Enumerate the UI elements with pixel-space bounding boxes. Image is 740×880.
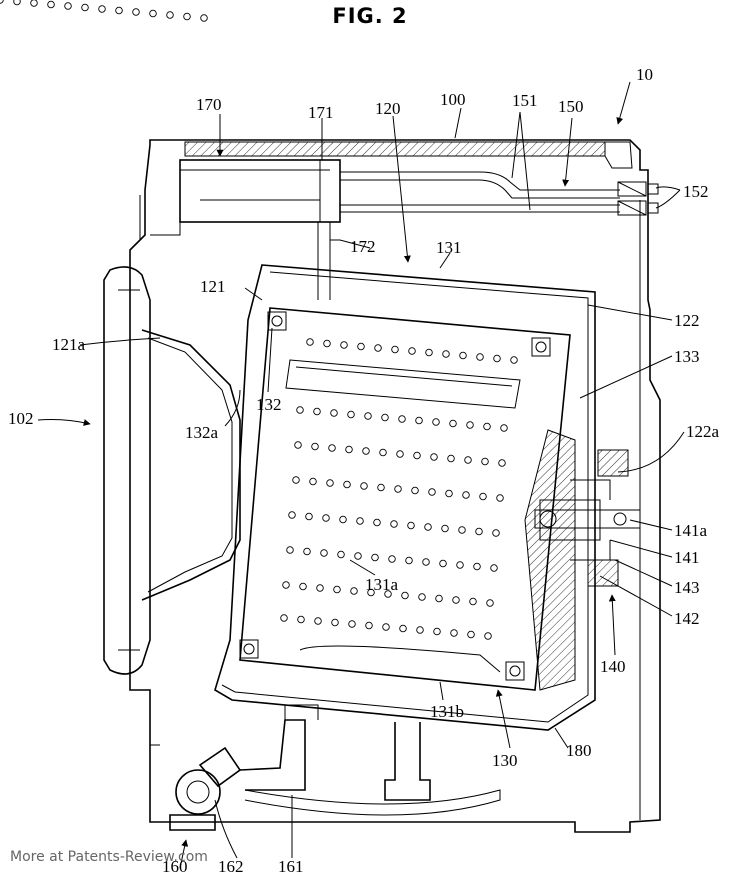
hose: [317, 222, 331, 300]
label-141a: 141a: [674, 521, 708, 540]
label-131b: 131b: [430, 702, 464, 721]
tub: [214, 264, 596, 731]
drain-system: [169, 704, 501, 831]
drum: [239, 307, 571, 691]
detergent-supply: [150, 159, 341, 236]
label-132: 132: [256, 395, 282, 414]
label-151: 151: [512, 91, 538, 110]
label-162: 162: [218, 857, 244, 876]
label-100: 100: [440, 90, 466, 109]
label-131a: 131a: [365, 575, 399, 594]
door: [103, 266, 241, 675]
label-171: 171: [308, 103, 334, 122]
supply-pipes: [340, 171, 659, 216]
label-133: 133: [674, 347, 700, 366]
label-10: 10: [636, 65, 653, 84]
label-172: 172: [350, 237, 376, 256]
label-140: 140: [600, 657, 626, 676]
label-152: 152: [683, 182, 709, 201]
label-131: 131: [436, 238, 462, 257]
label-120: 120: [375, 99, 401, 118]
label-150: 150: [558, 97, 584, 116]
label-122: 122: [674, 311, 700, 330]
label-170: 170: [196, 95, 222, 114]
motor-assembly: [534, 449, 641, 587]
drum-rear-plate: [524, 429, 576, 691]
label-122a: 122a: [686, 422, 720, 441]
drum-perforations: [0, 0, 518, 640]
label-180: 180: [566, 741, 592, 760]
figure-title: FIG. 2: [332, 4, 408, 28]
reference-labels: 10 100 102 120 121 121a 122 122a 130 131…: [8, 65, 720, 876]
top-plate: [184, 141, 633, 169]
label-121: 121: [200, 277, 226, 296]
watermark-text: More at Patents-Review.com: [10, 849, 208, 865]
support-strut: [384, 722, 431, 801]
label-132a: 132a: [185, 423, 219, 442]
label-141: 141: [674, 548, 700, 567]
label-161: 161: [278, 857, 304, 876]
label-121a: 121a: [52, 335, 86, 354]
label-130: 130: [492, 751, 518, 770]
label-142: 142: [674, 609, 700, 628]
label-143: 143: [674, 578, 700, 597]
label-160: 160: [162, 857, 188, 876]
label-102: 102: [8, 409, 34, 428]
leader-lines: [37, 81, 685, 869]
